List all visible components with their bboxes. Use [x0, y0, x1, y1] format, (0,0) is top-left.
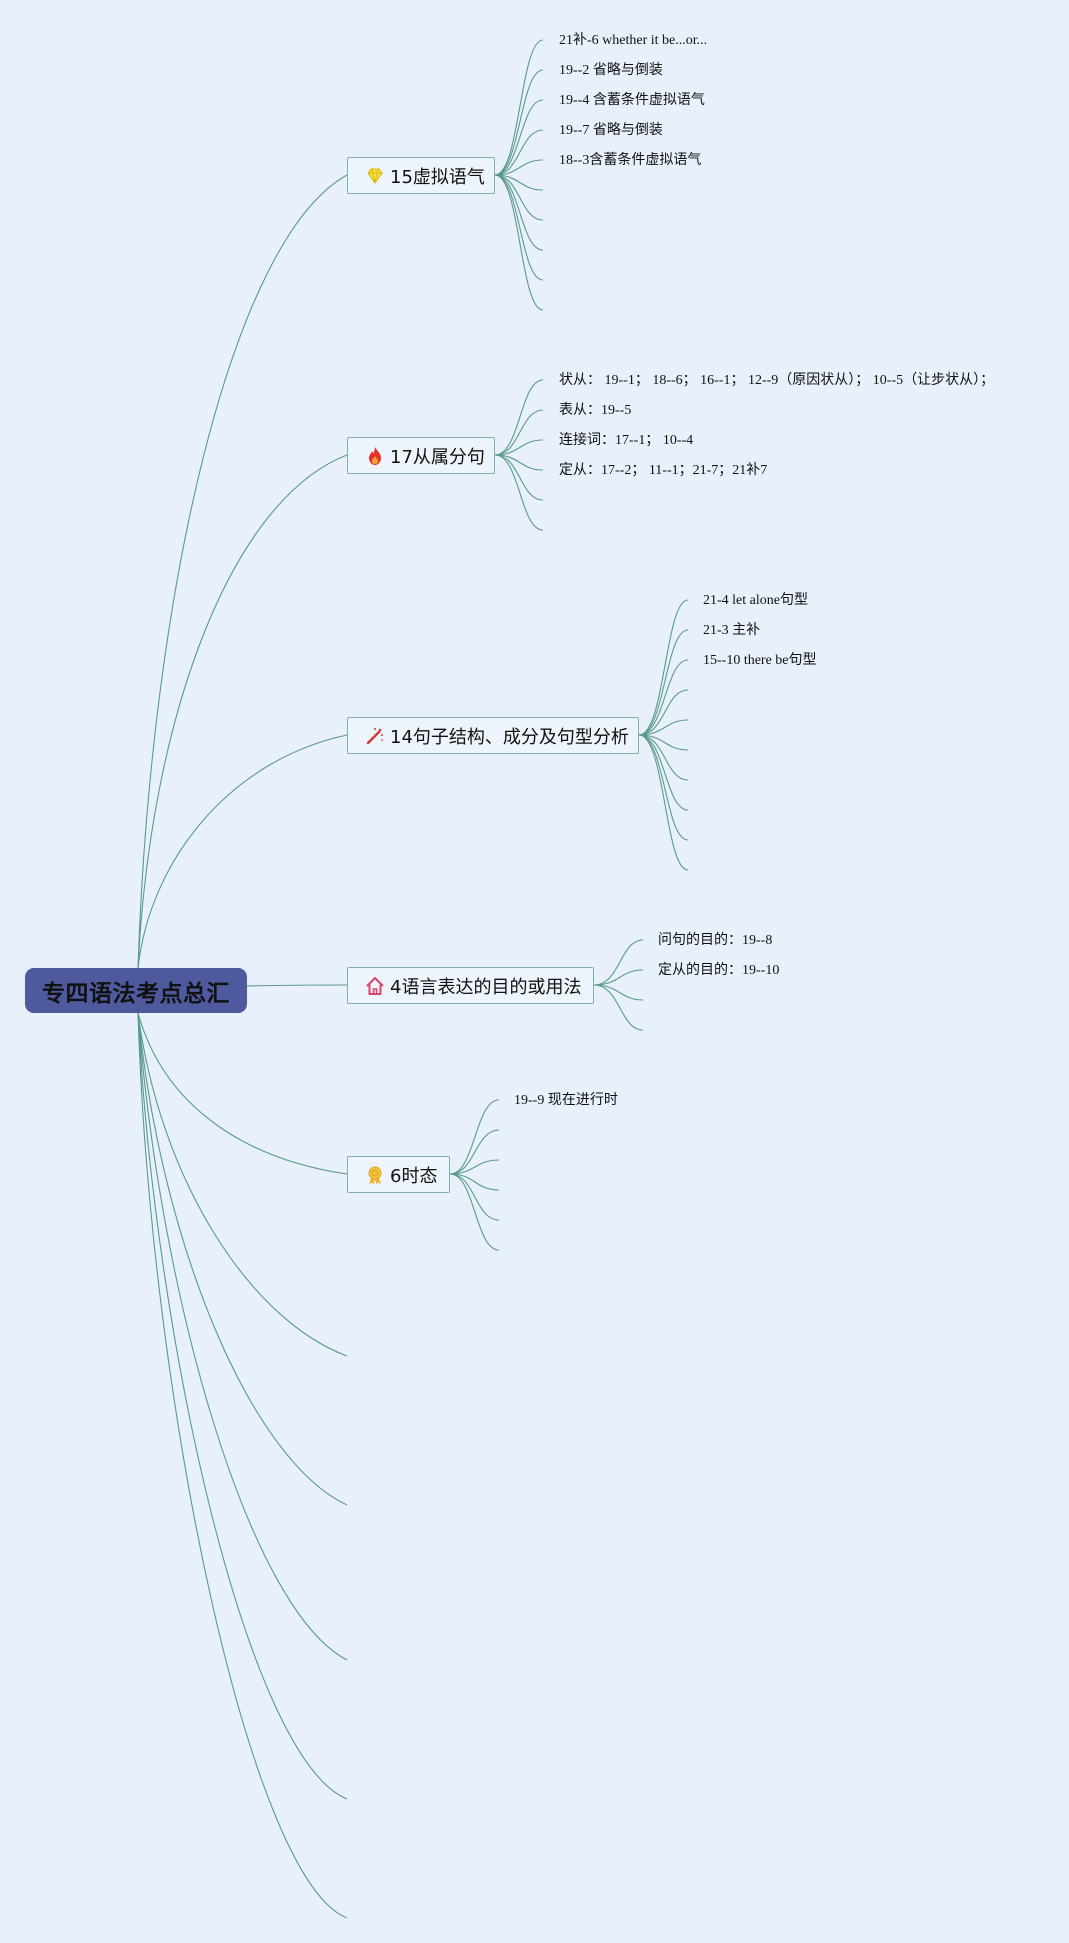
connector-root-topic-2	[137, 454, 348, 969]
connector-root-topic-4	[246, 984, 348, 987]
topic-label: 15虚拟语气	[390, 166, 485, 188]
leaf-item[interactable]: 19--9 现在进行时	[514, 1093, 618, 1108]
topic-label: 6时态	[390, 1165, 438, 1187]
root-label: 专四语法考点总汇	[42, 980, 230, 1007]
topic-label: 4语言表达的目的或用法	[390, 976, 582, 998]
topic-sentence-structure[interactable]: 14句子结构、成分及句型分析	[347, 717, 639, 754]
leaf-item[interactable]: 15--10 there be句型	[703, 653, 817, 668]
connector-root-empty-2	[137, 1012, 348, 1506]
connector-root-topic-1	[137, 174, 348, 969]
topic-subordinate-clauses[interactable]: 17从属分句	[347, 437, 495, 474]
magic-wand-icon	[365, 726, 385, 746]
leaf-item[interactable]: 21-3 主补	[703, 623, 761, 638]
leaf-item[interactable]: 19--7 省略与倒装	[559, 123, 663, 138]
leaf-item[interactable]: 连接词：17--1； 10--4	[559, 433, 694, 448]
topic-expression-purpose[interactable]: 4语言表达的目的或用法	[347, 967, 594, 1004]
leaf-item[interactable]: 19--4 含蓄条件虚拟语气	[559, 93, 705, 108]
connector-root-empty-3	[137, 1012, 348, 1661]
medal-icon	[365, 1165, 385, 1185]
leaf-item[interactable]: 19--2 省略与倒装	[559, 63, 663, 78]
connector-root-topic-3	[137, 734, 348, 969]
leaf-item[interactable]: 定从：17--2； 11--1；21-7；21补7	[559, 463, 768, 478]
connector-root-topic-5	[137, 1012, 348, 1175]
fire-icon	[365, 446, 385, 466]
topic-label: 17从属分句	[390, 446, 485, 468]
root-node[interactable]: 专四语法考点总汇	[25, 968, 247, 1013]
connector-root-empty-1	[137, 1012, 348, 1357]
connector-root-empty-5	[137, 1012, 348, 1919]
leaf-item[interactable]: 表从：19--5	[559, 403, 632, 418]
leaf-item[interactable]: 问句的目的：19--8	[658, 933, 773, 948]
leaf-item[interactable]: 定从的目的：19--10	[658, 963, 780, 978]
leaf-item[interactable]: 21-4 let alone句型	[703, 593, 808, 608]
home-icon	[365, 976, 385, 996]
connector-root-empty-4	[137, 1012, 348, 1800]
topic-subjunctive-mood[interactable]: 15虚拟语气	[347, 157, 495, 194]
diamond-icon	[365, 166, 385, 186]
leaf-item[interactable]: 21补-6 whether it be...or...	[559, 33, 708, 48]
leaf-item[interactable]: 状从： 19--1； 18--6； 16--1； 12--9（原因状从）； 10…	[559, 373, 995, 388]
leaf-item[interactable]: 18--3含蓄条件虚拟语气	[559, 153, 702, 168]
topic-label: 14句子结构、成分及句型分析	[390, 726, 629, 748]
topic-tense[interactable]: 6时态	[347, 1156, 450, 1193]
